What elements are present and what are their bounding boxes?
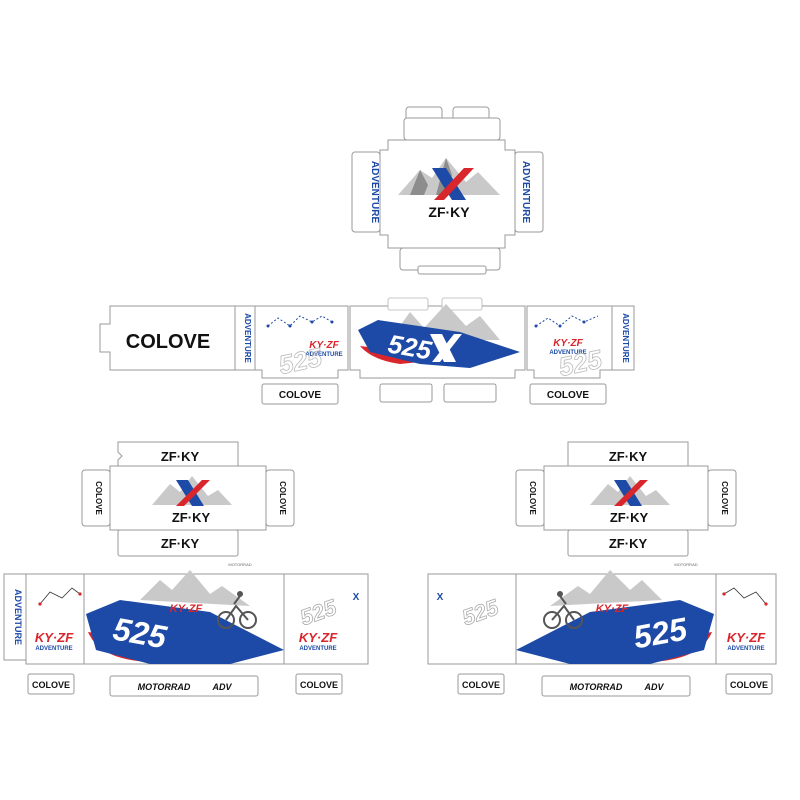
tiny-x-logo: X (353, 592, 360, 603)
motorrad-suffix: ADV (643, 682, 664, 692)
ky-zf-sub: ADVENTURE (299, 646, 336, 652)
motorrad-suffix: ADV (211, 682, 232, 692)
x-logo-icon (432, 168, 474, 200)
motorrad-tiny: MOTORRAD (674, 562, 697, 567)
route-map-icon (266, 315, 334, 328)
colove-small-badge: COLOVE (547, 390, 590, 401)
motorrad-tiny: MOTORRAD (228, 562, 251, 567)
colove-small-badge: COLOVE (32, 680, 70, 690)
paint-stroke-icon (86, 600, 284, 664)
zf-ky-logo: ZF·KY (609, 536, 648, 551)
x-logo-icon (176, 480, 210, 506)
route-map-icon (722, 587, 768, 606)
zf-ky-logo: ZF·KY (609, 449, 648, 464)
ky-zf-sub: ADVENTURE (727, 646, 764, 652)
paint-stroke-icon (516, 600, 714, 664)
adventure-label: ADVENTURE (621, 313, 630, 363)
ky-zf-logo: KY·ZF (35, 630, 74, 645)
zf-ky-logo: ZF·KY (428, 204, 470, 220)
route-map-icon (38, 587, 82, 606)
x-logo-icon (430, 334, 462, 362)
rider-icon (543, 591, 583, 629)
colove-label: COLOVE (94, 481, 103, 515)
ky-zf-sub: ADVENTURE (305, 352, 342, 358)
middle-side-decal: COLOVE ADVENTURE KY·ZF ADVENTURE 525 525 (99, 297, 635, 405)
zf-ky-logo: ZF·KY (172, 510, 211, 525)
rider-icon (217, 591, 257, 629)
ky-zf-logo: KY·ZF (596, 603, 629, 615)
bottom-right-decal-set: ZF·KY COLOVE COLOVE ZF·KY ZF·KY MOTORRAD… (427, 441, 777, 697)
route-map-icon (534, 315, 599, 328)
ky-zf-logo: KY·ZF (727, 630, 766, 645)
ky-zf-sub: ADVENTURE (35, 646, 72, 652)
colove-small-badge: COLOVE (730, 680, 768, 690)
ky-zf-sub: ADVENTURE (593, 616, 630, 622)
colove-label: COLOVE (278, 481, 287, 515)
ky-zf-logo: KY·ZF (309, 340, 339, 351)
motorrad-label: MOTORRAD (570, 682, 623, 692)
colove-small-badge: COLOVE (300, 680, 338, 690)
mountain-icon (550, 570, 662, 606)
ky-zf-sub: ADVENTURE (167, 616, 204, 622)
colove-small-badge: COLOVE (279, 390, 322, 401)
adventure-label: ADVENTURE (369, 161, 380, 224)
top-fender-decal: ADVENTURE ADVENTURE ZF·KY (351, 106, 544, 275)
colove-label: COLOVE (528, 481, 537, 515)
ky-zf-sub: ADVENTURE (549, 350, 586, 356)
motorrad-label: MOTORRAD (138, 682, 191, 692)
zf-ky-logo: ZF·KY (610, 510, 649, 525)
tiny-x-logo: X (437, 592, 444, 603)
adventure-label: ADVENTURE (520, 161, 531, 224)
zf-ky-logo: ZF·KY (161, 449, 200, 464)
colove-small-badge: COLOVE (462, 680, 500, 690)
ky-zf-logo: KY·ZF (299, 630, 338, 645)
colove-badge: COLOVE (126, 331, 210, 353)
adventure-label: ADVENTURE (13, 589, 23, 645)
colove-label: COLOVE (720, 481, 729, 515)
ky-zf-logo: KY·ZF (553, 338, 583, 349)
mountain-icon (140, 570, 250, 606)
x-logo-icon (614, 480, 648, 506)
bottom-left-decal-set: ZF·KY COLOVE COLOVE ZF·KY ZF·KY MOTORRAD… (3, 441, 369, 697)
ky-zf-logo: KY·ZF (170, 603, 203, 615)
zf-ky-logo: ZF·KY (161, 536, 200, 551)
adventure-label: ADVENTURE (243, 313, 252, 363)
